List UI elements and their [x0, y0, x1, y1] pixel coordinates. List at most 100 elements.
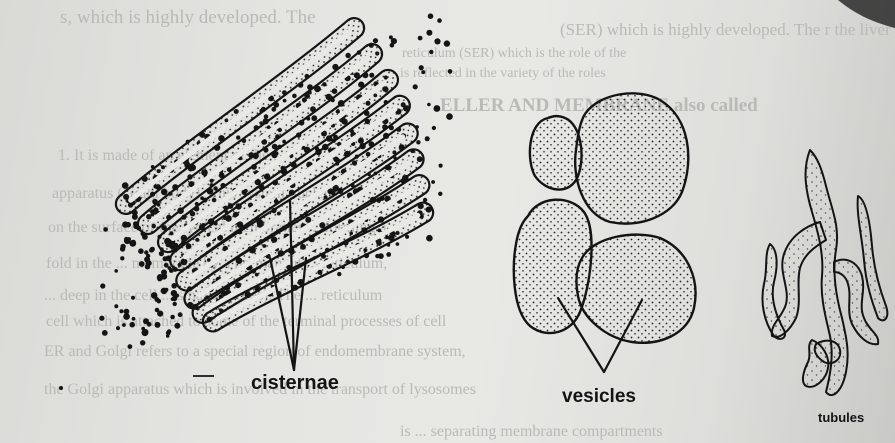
- vesicle-dot: [378, 253, 384, 259]
- vesicle-dot: [127, 344, 132, 349]
- vesicle-dot: [426, 30, 432, 36]
- vesicle-dot: [396, 242, 400, 246]
- vesicles-cluster: [514, 93, 696, 372]
- vesicle-dot: [161, 189, 168, 196]
- vesicle-dot: [429, 50, 433, 54]
- vesicle-dot: [155, 322, 161, 328]
- vesicle-dot: [163, 256, 168, 261]
- tubules-label: tubules: [818, 410, 864, 425]
- vesicle-dot: [164, 263, 169, 268]
- vesicle-dot: [389, 35, 393, 39]
- vesicle-dot: [416, 140, 420, 144]
- vesicle-dot: [120, 256, 124, 260]
- vesicle-dot: [428, 13, 434, 19]
- vesicle-dot: [150, 247, 155, 252]
- vesicle-dot: [140, 340, 145, 345]
- vesicle-dot: [157, 274, 164, 281]
- vesicle-dot: [129, 322, 135, 328]
- vesicle-dot: [103, 227, 108, 232]
- vesicle-dot: [345, 53, 350, 58]
- stray-dot: [59, 386, 63, 390]
- vesicle-dot: [174, 323, 180, 329]
- vesicle-dot: [236, 135, 240, 139]
- vesicle-dot: [175, 294, 179, 298]
- vesicle-dot: [99, 316, 104, 321]
- vesicle-dot: [131, 240, 136, 245]
- vesicle-dot: [369, 73, 374, 78]
- vesicle-dot: [119, 309, 123, 313]
- vesicle-dot: [264, 114, 269, 119]
- vesicle-dot: [425, 136, 430, 141]
- vesicle-dot: [271, 107, 276, 112]
- vesicle-dot: [448, 69, 453, 74]
- cisternae-sacs: [111, 13, 437, 336]
- vesicle-dot: [164, 288, 168, 292]
- vesicle-dot: [122, 221, 128, 227]
- vesicle-dot: [386, 252, 391, 257]
- vesicle-dot: [413, 84, 418, 89]
- vesicles-label: vesicles: [562, 386, 636, 408]
- cisternae-label: cisternae: [251, 372, 339, 395]
- vesicle-dot: [431, 180, 435, 184]
- vesicle-dot: [418, 36, 423, 41]
- vesicle-dot: [154, 297, 159, 302]
- vesicle-small: [530, 116, 582, 189]
- vesicle-dot: [337, 272, 341, 276]
- tubules-network: [762, 150, 887, 395]
- vesicle-dot: [161, 289, 165, 293]
- vesicle-dot: [421, 70, 425, 74]
- vesicle-dot: [131, 296, 135, 300]
- vesicle-dot: [434, 105, 441, 112]
- cisternae-stack: [99, 13, 453, 370]
- vesicle-dot: [437, 18, 442, 23]
- vesicle-dot: [438, 192, 442, 196]
- vesicle-dot: [427, 103, 431, 107]
- vesicle-dot: [146, 260, 152, 266]
- vesicle-dot: [122, 182, 129, 189]
- tubule-branch-left: [772, 222, 826, 337]
- tubule-left: [762, 244, 785, 339]
- vesicle-dot: [123, 313, 130, 320]
- vesicle-dot: [100, 283, 105, 288]
- vesicle-dot: [283, 99, 287, 103]
- vesicle-dot: [213, 186, 217, 190]
- vesicle-dot: [144, 250, 148, 254]
- vesicle-large: [575, 93, 688, 223]
- vesicle-dot: [419, 65, 424, 70]
- vesicle-lower-right: [576, 235, 695, 343]
- vesicle-dot: [432, 126, 436, 130]
- vesicle-dot: [169, 268, 174, 273]
- vesicle-dot: [166, 331, 171, 336]
- vesicle-dot: [171, 297, 175, 301]
- vesicle-dot: [200, 196, 204, 200]
- vesicle-dot: [390, 43, 395, 48]
- vesicle-dot: [426, 235, 433, 242]
- vesicle-dot: [120, 244, 125, 249]
- vesicle-dot: [142, 329, 149, 336]
- vesicle-dot: [311, 115, 317, 121]
- vesicle-dot: [132, 317, 136, 321]
- vesicle-dot: [138, 248, 144, 254]
- vesicle-dot: [373, 38, 378, 43]
- vesicle-dot: [116, 326, 120, 330]
- vesicle-dot: [147, 322, 152, 327]
- vesicle-dot: [127, 237, 131, 241]
- vesicle-dot: [102, 330, 108, 336]
- vesicle-dot: [178, 312, 183, 317]
- vesicle-dot: [170, 315, 175, 320]
- vesicle-dot: [444, 40, 450, 46]
- vesicle-dot: [139, 261, 145, 267]
- vesicle-dot: [439, 164, 443, 168]
- vesicle-dot: [292, 94, 297, 99]
- vesicle-dot: [173, 302, 177, 306]
- vesicle-dot: [446, 113, 453, 120]
- vesicle-dot: [114, 304, 118, 308]
- page-corner-shadow: [838, 0, 895, 28]
- vesicle-dot: [132, 214, 138, 220]
- vesicle-dot: [155, 308, 160, 313]
- vesicle-dot: [114, 269, 118, 273]
- vesicle-dot: [122, 323, 126, 327]
- vesicle-dot: [434, 38, 440, 44]
